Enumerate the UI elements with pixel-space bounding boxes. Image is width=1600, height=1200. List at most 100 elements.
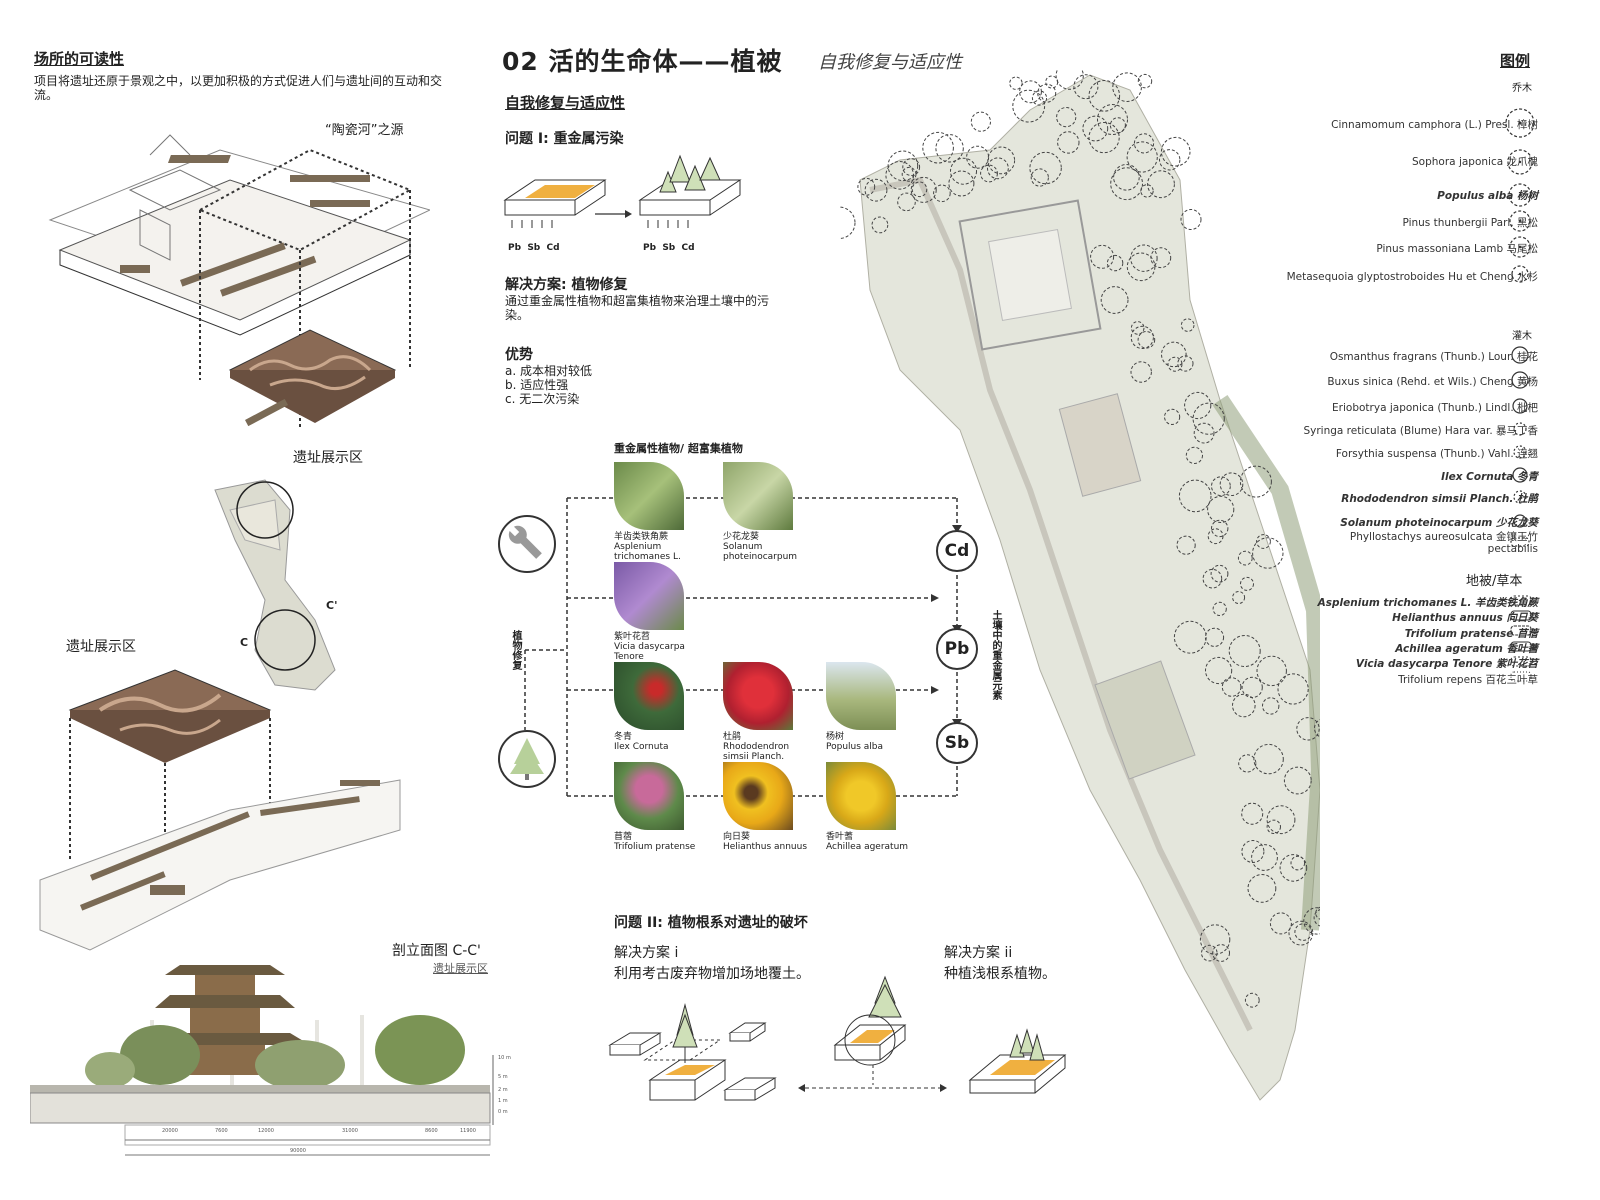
dim-total: 90000 — [290, 1148, 306, 1154]
tree-canopy-symbol — [1137, 331, 1156, 349]
dim-6: 11900 — [460, 1128, 476, 1134]
plant-latin: Trifolium pratense — [614, 842, 696, 852]
tree-canopy-symbol — [897, 192, 916, 212]
tree-canopy-symbol — [1130, 244, 1158, 272]
legend-shrubs-heading: 灌木 — [1512, 331, 1532, 342]
tree-canopy-symbol — [1029, 151, 1062, 185]
dim-2: 7600 — [215, 1128, 228, 1134]
metal-cd-after: Cd — [681, 243, 695, 253]
tree-canopy-symbol — [1237, 550, 1253, 566]
tree-canopy-symbol — [1240, 576, 1254, 591]
tree-canopy-symbol — [1283, 766, 1312, 795]
legend-shrub-9: Phyllostachys aureosulcata 金镶玉竹 pectabil… — [1349, 531, 1538, 555]
legend-tree-2: Sophora japonica 龙爪槐 — [1412, 156, 1538, 168]
tree-canopy-symbol — [922, 131, 954, 164]
tree-canopy-symbol — [1150, 247, 1172, 269]
photo-populus — [826, 662, 896, 730]
plant-latin: Rhododendron simsii Planch. — [723, 742, 790, 762]
section-elevation-subtitle: 遗址展示区 — [433, 962, 488, 975]
scale-2m: 2 m — [498, 1087, 508, 1093]
site-master-plan — [840, 70, 1320, 1101]
scale-10m: 10 m — [498, 1055, 511, 1061]
tree-canopy-symbol — [933, 184, 951, 203]
tree-canopy-symbol — [1228, 635, 1261, 667]
tree-canopy-symbol — [1180, 209, 1202, 230]
tree-canopy-symbol — [1221, 677, 1242, 697]
tree-canopy-symbol — [887, 150, 919, 182]
side-label-plant-remediation: 植物修复 — [510, 630, 521, 670]
tree-canopy-symbol — [1193, 422, 1215, 444]
scale-1m: 1 m — [498, 1098, 508, 1104]
tree-canopy-symbol — [1296, 717, 1320, 741]
pollution-diagram — [503, 154, 742, 228]
tree-canopy-symbol — [1266, 805, 1296, 835]
tree-canopy-symbol — [1178, 479, 1212, 513]
tree-canopy-symbol — [1180, 318, 1195, 332]
tree-canopy-symbol — [1126, 252, 1156, 282]
tree-canopy-symbol — [1100, 286, 1129, 314]
tree-canopy-symbol — [1185, 446, 1203, 464]
plant-cn: 紫叶花苕 — [614, 632, 651, 642]
tree-canopy-symbol — [1201, 944, 1218, 962]
tree-canopy-symbol — [1256, 534, 1271, 549]
tree-canopy-symbol — [935, 134, 964, 163]
section-marker-c: C — [240, 636, 249, 649]
section-elevation-title: 剖立面图 C-C' — [392, 943, 481, 959]
solution-i-title: 解决方案 i — [614, 945, 679, 961]
tree-canopy-symbol — [1176, 535, 1196, 555]
tree-canopy-symbol — [950, 157, 977, 185]
legend-ground-5: Vicia dasycarpa Tenore 紫叶花苕 — [1355, 658, 1538, 670]
side-label-soil-metals: 土壤中的重金属元素 — [990, 610, 1001, 700]
tree-canopy-symbol — [1256, 655, 1287, 687]
left-heading: 场所的可读性 — [34, 50, 125, 68]
left-description: 项目将遗址还原于景观之中，以更加积极的方式促进人们与遗址间的互动和交流。 — [34, 74, 443, 102]
tree-canopy-symbol — [1130, 325, 1154, 349]
tree-canopy-symbol — [1241, 676, 1263, 699]
metal-labels-before: Pb Sb Cd — [508, 243, 560, 253]
tree-canopy-symbol — [1133, 133, 1155, 154]
element-sb: Sb — [936, 722, 978, 764]
page-title: 02 活的生命体——植被 — [502, 47, 783, 76]
legend-shrub-4: Syringa reticulata (Blume) Hara var. 暴马丁… — [1303, 425, 1538, 437]
tree-canopy-symbol — [1232, 693, 1256, 718]
photo-achillea — [826, 762, 896, 830]
tree-canopy-symbol — [1030, 168, 1049, 187]
plants-heading: 重金属性植物/ 超富集植物 — [614, 442, 743, 455]
tree-canopy-symbol — [885, 161, 915, 190]
tree-canopy-symbol — [1313, 909, 1320, 927]
photo-rhododendron — [723, 662, 793, 730]
metal-labels-after: Pb Sb Cd — [643, 243, 695, 253]
plant-cn: 杜鹃 — [723, 732, 742, 742]
plant-latin: Helianthus annuus — [723, 842, 808, 852]
legend-shrub-1: Osmanthus fragrans (Thunb.) Lour. 桂花 — [1329, 351, 1538, 363]
root-damage-diagrams — [608, 975, 1067, 1101]
solution-ii-title: 解决方案 ii — [944, 945, 1013, 961]
plant-cn: 杨树 — [826, 732, 845, 742]
plant-latin: Populus alba — [826, 742, 884, 752]
page-subtitle: 自我修复与适应性 — [818, 52, 962, 73]
advantage-b: b. 适应性强 — [505, 378, 569, 392]
tree-canopy-symbol — [1238, 754, 1257, 773]
tree-canopy-symbol — [1239, 465, 1272, 498]
tree-canopy-symbol — [1205, 656, 1233, 685]
scale-0m: 0 m — [498, 1109, 508, 1115]
tree-icon — [498, 730, 556, 788]
tree-canopy-symbol — [1294, 923, 1313, 941]
tree-canopy-symbol — [1113, 164, 1140, 191]
tree-canopy-symbol — [1137, 73, 1153, 89]
tree-canopy-symbol — [1211, 476, 1231, 497]
tree-canopy-symbol — [910, 176, 937, 203]
section-heading: 自我修复与适应性 — [505, 94, 626, 112]
tree-canopy-symbol — [1037, 83, 1057, 103]
tree-canopy-symbol — [1204, 627, 1225, 647]
tree-canopy-symbol — [1199, 924, 1231, 955]
legend-tree-symbols — [1505, 108, 1535, 283]
tree-canopy-symbol — [1219, 472, 1244, 497]
tree-canopy-symbol — [1164, 408, 1181, 425]
photo-solanum — [723, 462, 793, 530]
tree-canopy-symbol — [980, 164, 998, 183]
